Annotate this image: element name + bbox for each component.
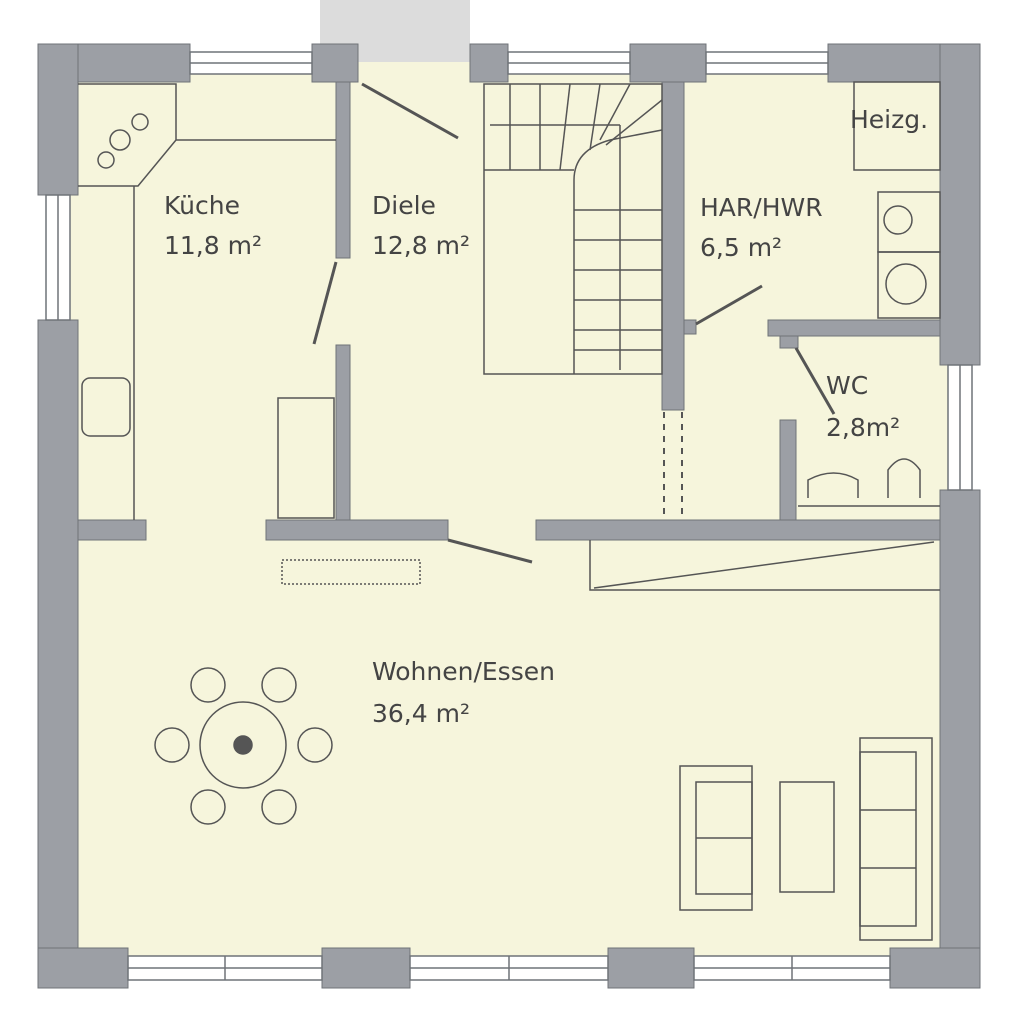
kitchen-name: Küche: [164, 191, 240, 220]
staircase: [483, 83, 663, 375]
hall-area: 12,8 m²: [372, 231, 470, 260]
living-furniture: [679, 737, 933, 941]
hall-name: Diele: [372, 191, 436, 220]
wc-area: 2,8m²: [826, 413, 900, 442]
doors: [312, 82, 836, 564]
utility-name: HAR/HWR: [700, 193, 823, 222]
windows: [45, 51, 973, 981]
exterior-walls: [37, 43, 981, 989]
interior-walls: [77, 81, 941, 541]
kitchen-area: 11,8 m²: [164, 231, 262, 260]
dining-set: [154, 667, 333, 825]
kitchen-counter: [78, 83, 421, 585]
opening-dashes: [663, 412, 683, 518]
utility-fixtures: [589, 81, 941, 591]
wc-name: WC: [826, 371, 868, 400]
living-name: Wohnen/Essen: [372, 657, 555, 686]
living-area: 36,4 m²: [372, 699, 470, 728]
heating-name: Heizg.: [850, 105, 928, 134]
utility-area: 6,5 m²: [700, 233, 782, 262]
floor: [60, 62, 960, 968]
